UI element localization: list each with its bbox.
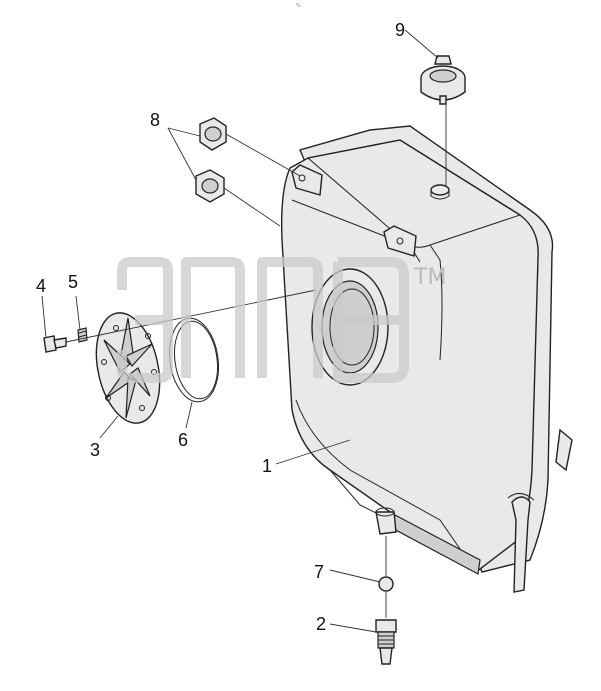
callout-1: 1 [262,456,272,476]
bolt [43,335,67,353]
callout-4: 4 [36,276,46,296]
leader-lines [41,29,447,633]
callout-8: 8 [150,110,160,130]
watermark-tm-text: TM [413,265,446,290]
callout-7: 7 [314,562,324,582]
top-tiny-mark: % [296,3,301,9]
watermark-logo: TM [117,257,446,383]
callout-2: 2 [316,614,326,634]
callout-6: 6 [178,430,188,450]
nut-upper [199,117,227,151]
washer [77,327,88,343]
gasket-ring [169,317,219,403]
cover-plate [95,312,161,424]
callout-3: 3 [90,440,100,460]
callout-9: 9 [395,20,405,40]
filler-cap [420,55,466,105]
nut-lower [195,169,225,203]
callout-numbers: 1 2 3 4 5 6 7 8 9 [36,20,405,634]
seal-ball [378,576,394,592]
drain-plug [375,619,397,665]
tank-body [281,125,573,593]
callout-5: 5 [68,272,78,292]
